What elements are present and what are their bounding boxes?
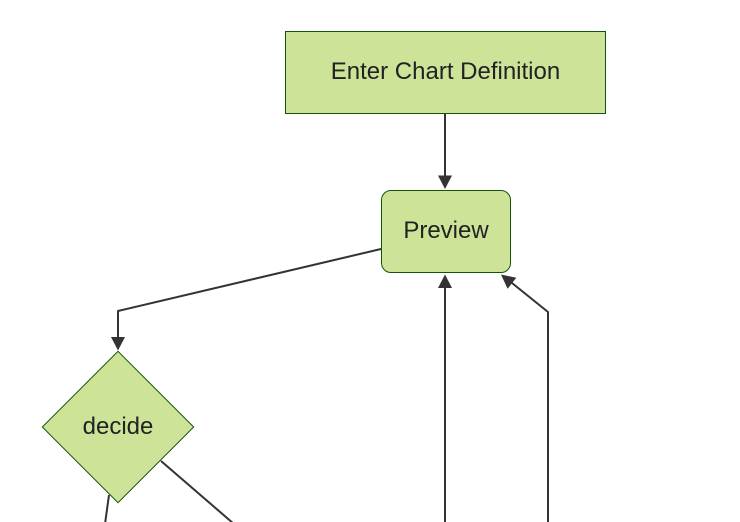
arrowhead-offscreen-to-preview-corner xyxy=(501,274,517,289)
edge-preview-to-decide xyxy=(117,248,382,337)
node-enter-chart-definition: Enter Chart Definition xyxy=(285,31,606,114)
node-preview-label: Preview xyxy=(403,217,489,245)
edge-offscreen-to-preview-corner xyxy=(511,282,549,522)
edge-decide-to-offscreen-left xyxy=(104,494,110,522)
node-decide-label: decide xyxy=(82,413,154,440)
node-preview: Preview xyxy=(381,190,511,273)
arrowhead-offscreen-to-preview-bottom xyxy=(438,274,452,288)
arrowhead-enter-to-preview xyxy=(438,175,452,189)
arrowhead-preview-to-decide xyxy=(111,337,125,351)
node-enter-chart-definition-label: Enter Chart Definition xyxy=(330,58,561,86)
edge-decide-to-offscreen-right xyxy=(160,460,234,522)
